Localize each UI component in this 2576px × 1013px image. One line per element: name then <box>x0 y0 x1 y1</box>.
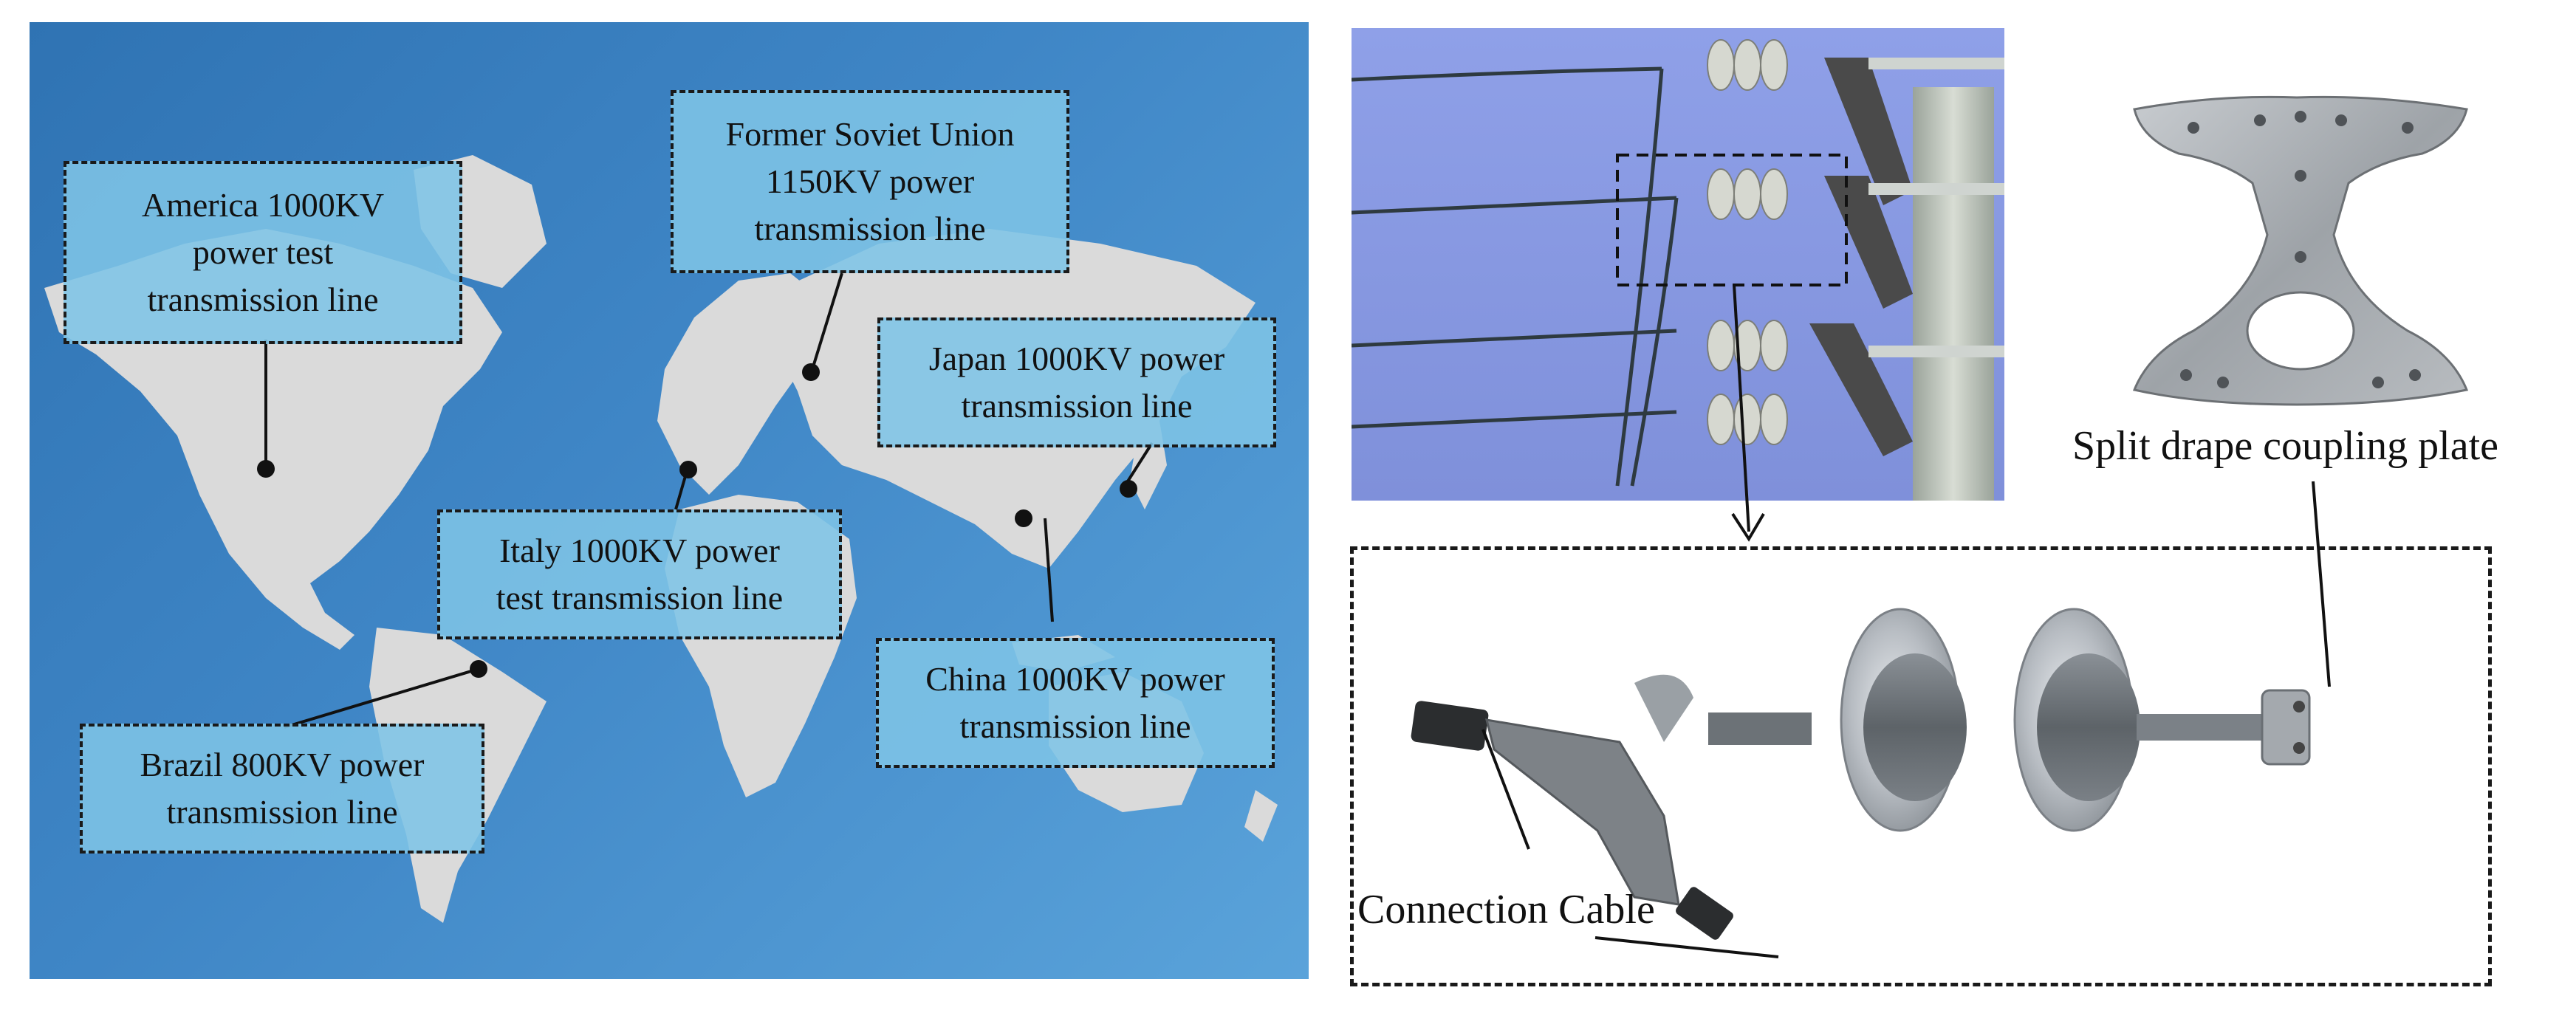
japan-leader-line <box>1125 442 1154 485</box>
china-label-line-2: transmission line <box>959 707 1191 745</box>
italy-dot <box>679 461 697 478</box>
concrete-pole <box>1913 87 1994 501</box>
coupling-plate-photo <box>2112 87 2489 412</box>
italy-label-line-2: test transmission line <box>496 579 784 617</box>
plate-body <box>2132 95 2469 406</box>
insulator-closeup-box <box>1350 546 2492 986</box>
cross-arms <box>1809 58 2004 456</box>
brazil-dot <box>470 660 487 678</box>
america-dot <box>257 460 275 478</box>
split-drape-caption: Split drape coupling plate <box>2072 423 2498 469</box>
america-label: America 1000KV power test transmission l… <box>64 161 462 344</box>
location-dots <box>257 363 1137 678</box>
italy-label: Italy 1000KV power test transmission lin… <box>437 509 842 639</box>
america-label-line-2: power test <box>192 233 334 271</box>
brazil-label-line-2: transmission line <box>166 793 398 831</box>
tower-illustration <box>1352 28 2004 501</box>
japan-dot <box>1120 480 1137 498</box>
china-leader-line <box>1044 518 1054 622</box>
china-label-line-1: China 1000KV power <box>925 660 1225 698</box>
connection-cable-caption: Connection Cable <box>1357 887 1655 933</box>
insulator-assembly-illustration <box>1411 608 2311 940</box>
soviet-label: Former Soviet Union 1150KV power transmi… <box>671 90 1069 273</box>
japan-label: Japan 1000KV power transmission line <box>877 317 1276 447</box>
soviet-dot <box>802 363 820 381</box>
brazil-label: Brazil 800KV power transmission line <box>80 724 484 854</box>
insulator-discs <box>1708 608 2311 832</box>
conductor-wires <box>1352 66 1679 487</box>
world-map-panel: America 1000KV power test transmission l… <box>30 22 1309 979</box>
america-label-line-1: America 1000KV <box>141 186 385 224</box>
arrow-head <box>1731 512 1765 542</box>
italy-label-line-1: Italy 1000KV power <box>499 532 780 569</box>
soviet-label-line-2: 1150KV power <box>765 162 975 200</box>
soviet-leader-line <box>811 272 843 370</box>
soviet-label-line-3: transmission line <box>754 210 986 247</box>
china-dot <box>1015 509 1032 527</box>
japan-label-line-1: Japan 1000KV power <box>928 340 1225 377</box>
brazil-label-line-1: Brazil 800KV power <box>140 746 425 783</box>
plate-center-hole <box>2246 291 2355 371</box>
coupling-plate-illustration <box>2132 95 2469 406</box>
soviet-label-line-1: Former Soviet Union <box>725 115 1015 153</box>
america-label-line-3: transmission line <box>147 281 379 318</box>
connection-cable-clamp <box>1411 674 1733 940</box>
japan-label-line-2: transmission line <box>961 387 1193 425</box>
plate-bolt-holes <box>2180 111 2421 388</box>
new-zealand-shape <box>1244 790 1278 842</box>
transmission-tower-photo <box>1352 28 2004 501</box>
china-label: China 1000KV power transmission line <box>876 638 1275 768</box>
highlight-box <box>1616 154 1848 286</box>
brazil-leader-line <box>284 667 479 729</box>
